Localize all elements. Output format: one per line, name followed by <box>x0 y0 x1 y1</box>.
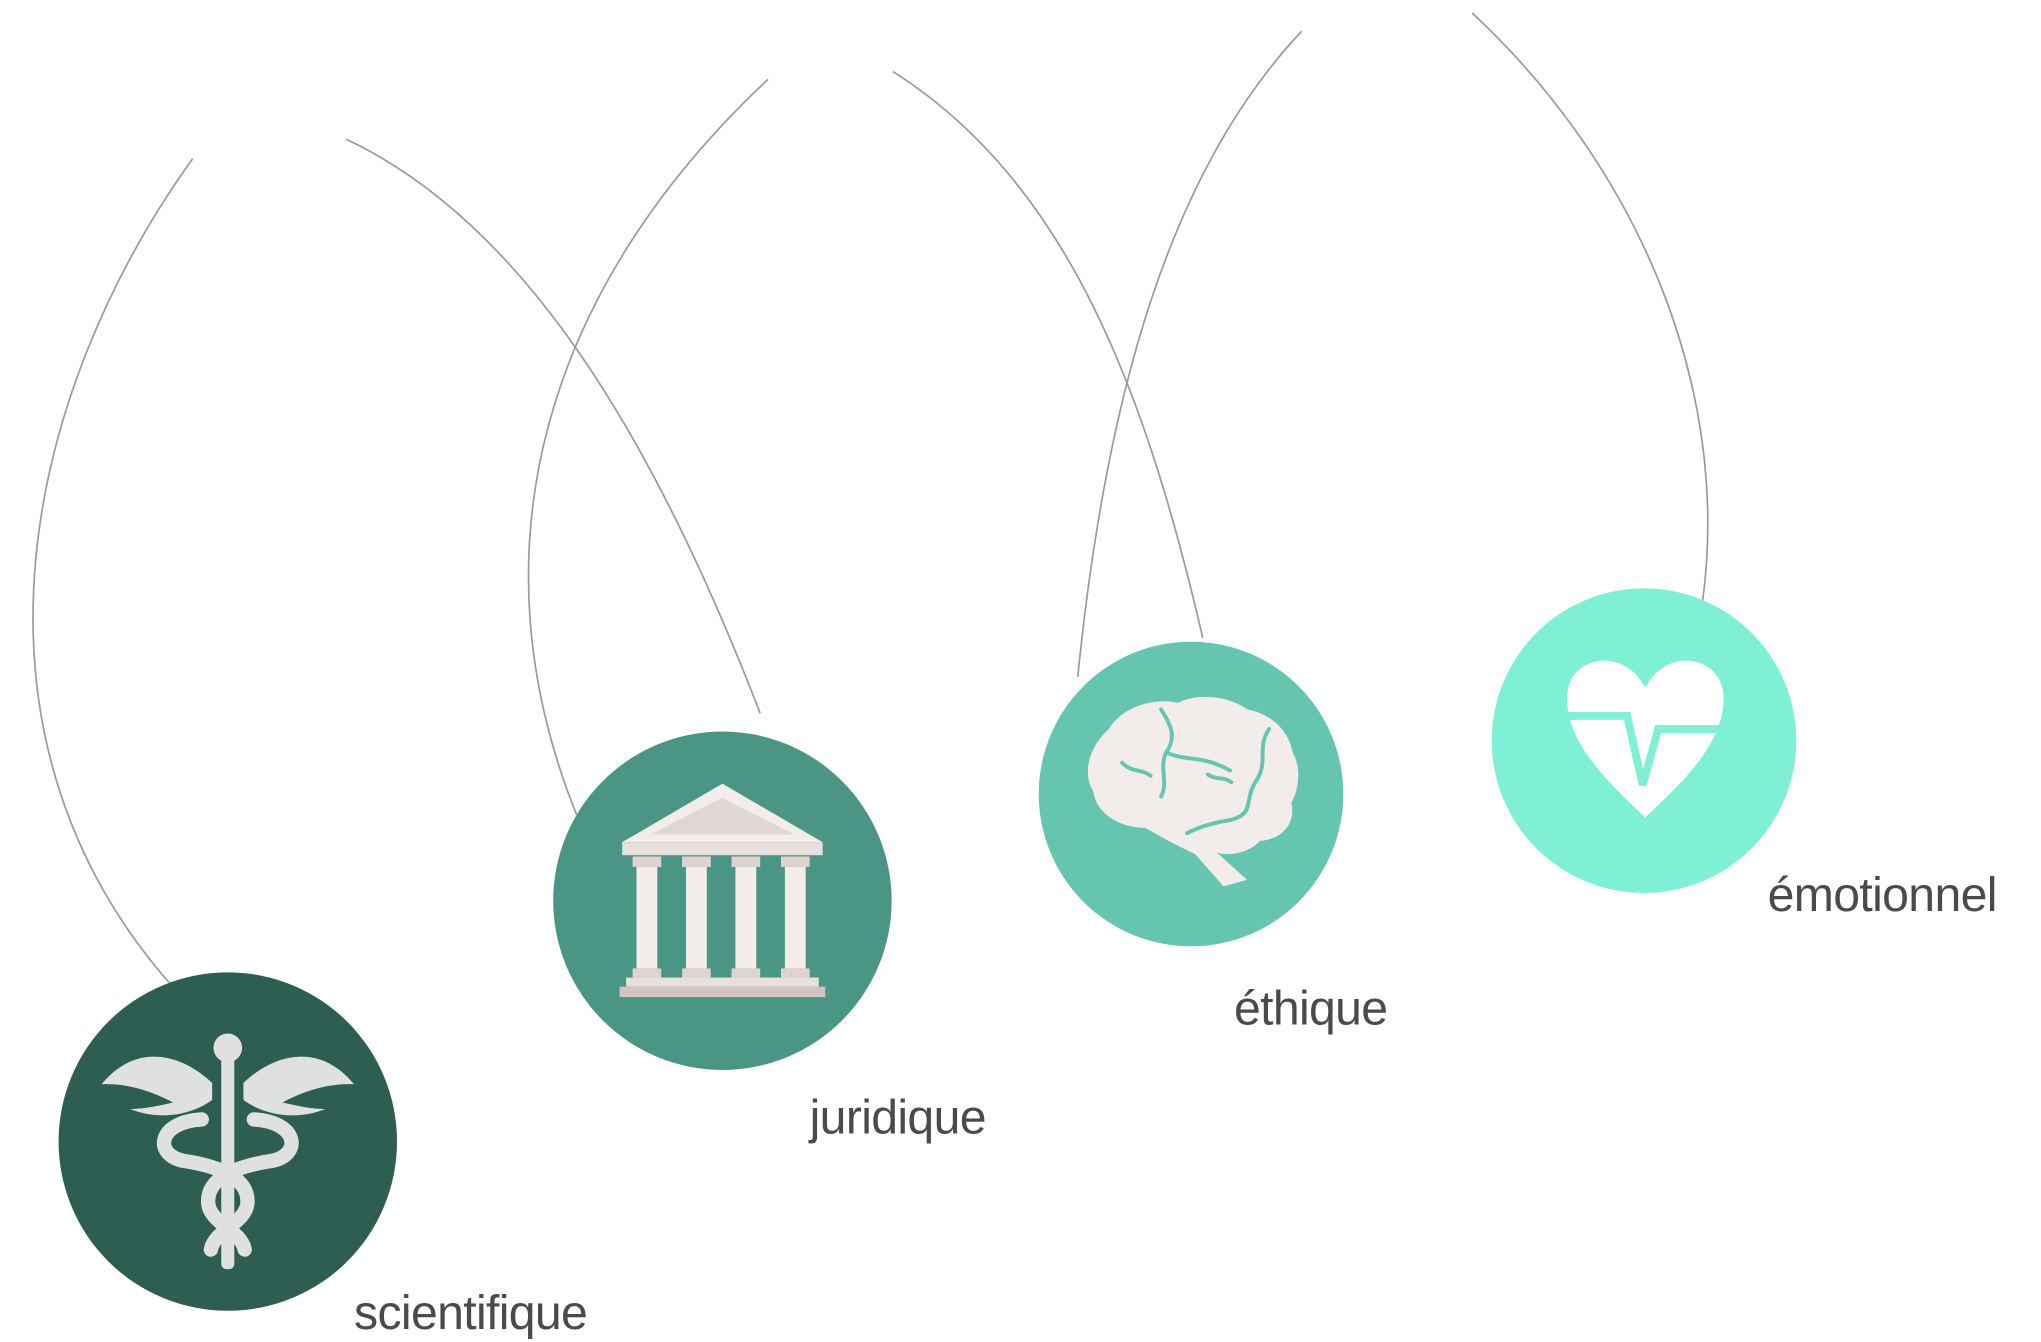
juridique-node <box>553 731 892 1070</box>
scientifique-node <box>58 972 398 1311</box>
label-emotionnel: émotionnel <box>1767 868 1998 922</box>
string-scientifique-right <box>345 138 761 714</box>
string-juridique-left <box>527 78 769 816</box>
juridique-circle <box>553 731 892 1070</box>
heartbeat-icon <box>1561 660 1729 818</box>
label-scientifique: scientifique <box>354 1286 588 1340</box>
label-ethique: éthique <box>1233 981 1388 1035</box>
string-scientifique-left <box>32 158 194 984</box>
courthouse-icon <box>619 783 826 998</box>
string-emotionnel-right <box>1471 12 1709 602</box>
emotionnel-node <box>1491 588 1797 893</box>
ethique-node <box>1038 641 1344 947</box>
label-juridique: juridique <box>809 1090 987 1145</box>
caduceus-icon <box>101 1033 355 1270</box>
brain-icon <box>1087 696 1299 887</box>
string-juridique-right <box>892 70 1204 639</box>
strings <box>32 12 1709 984</box>
string-ethique-left <box>1076 30 1303 677</box>
